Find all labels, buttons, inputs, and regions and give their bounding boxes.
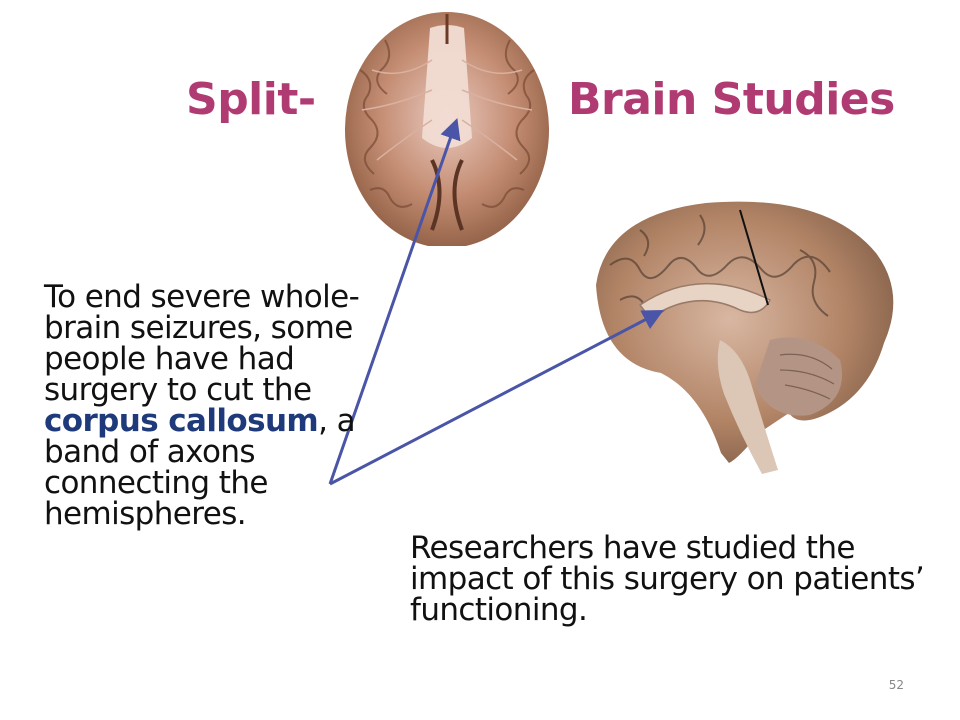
left-body-text: To end severe whole-brain seizures, some… bbox=[44, 282, 364, 530]
arrow-to-side-brain bbox=[329, 310, 664, 486]
corpus-callosum-term: corpus callosum bbox=[44, 403, 319, 439]
title-right: Brain Studies bbox=[568, 74, 895, 125]
right-body-text: Researchers have studied the impact of t… bbox=[410, 530, 925, 628]
pointer-arrows bbox=[328, 118, 664, 486]
brain-top-view-image bbox=[330, 12, 570, 276]
left-body-text-after: , a band of axons connecting the hemisph… bbox=[44, 403, 356, 532]
brain-sagittal-view-image bbox=[596, 201, 894, 474]
arrow-to-top-brain bbox=[328, 118, 461, 485]
left-body-text-before: To end severe whole-brain seizures, some… bbox=[44, 279, 360, 408]
page-number: 52 bbox=[888, 678, 904, 692]
title-left: Split- bbox=[186, 74, 316, 125]
